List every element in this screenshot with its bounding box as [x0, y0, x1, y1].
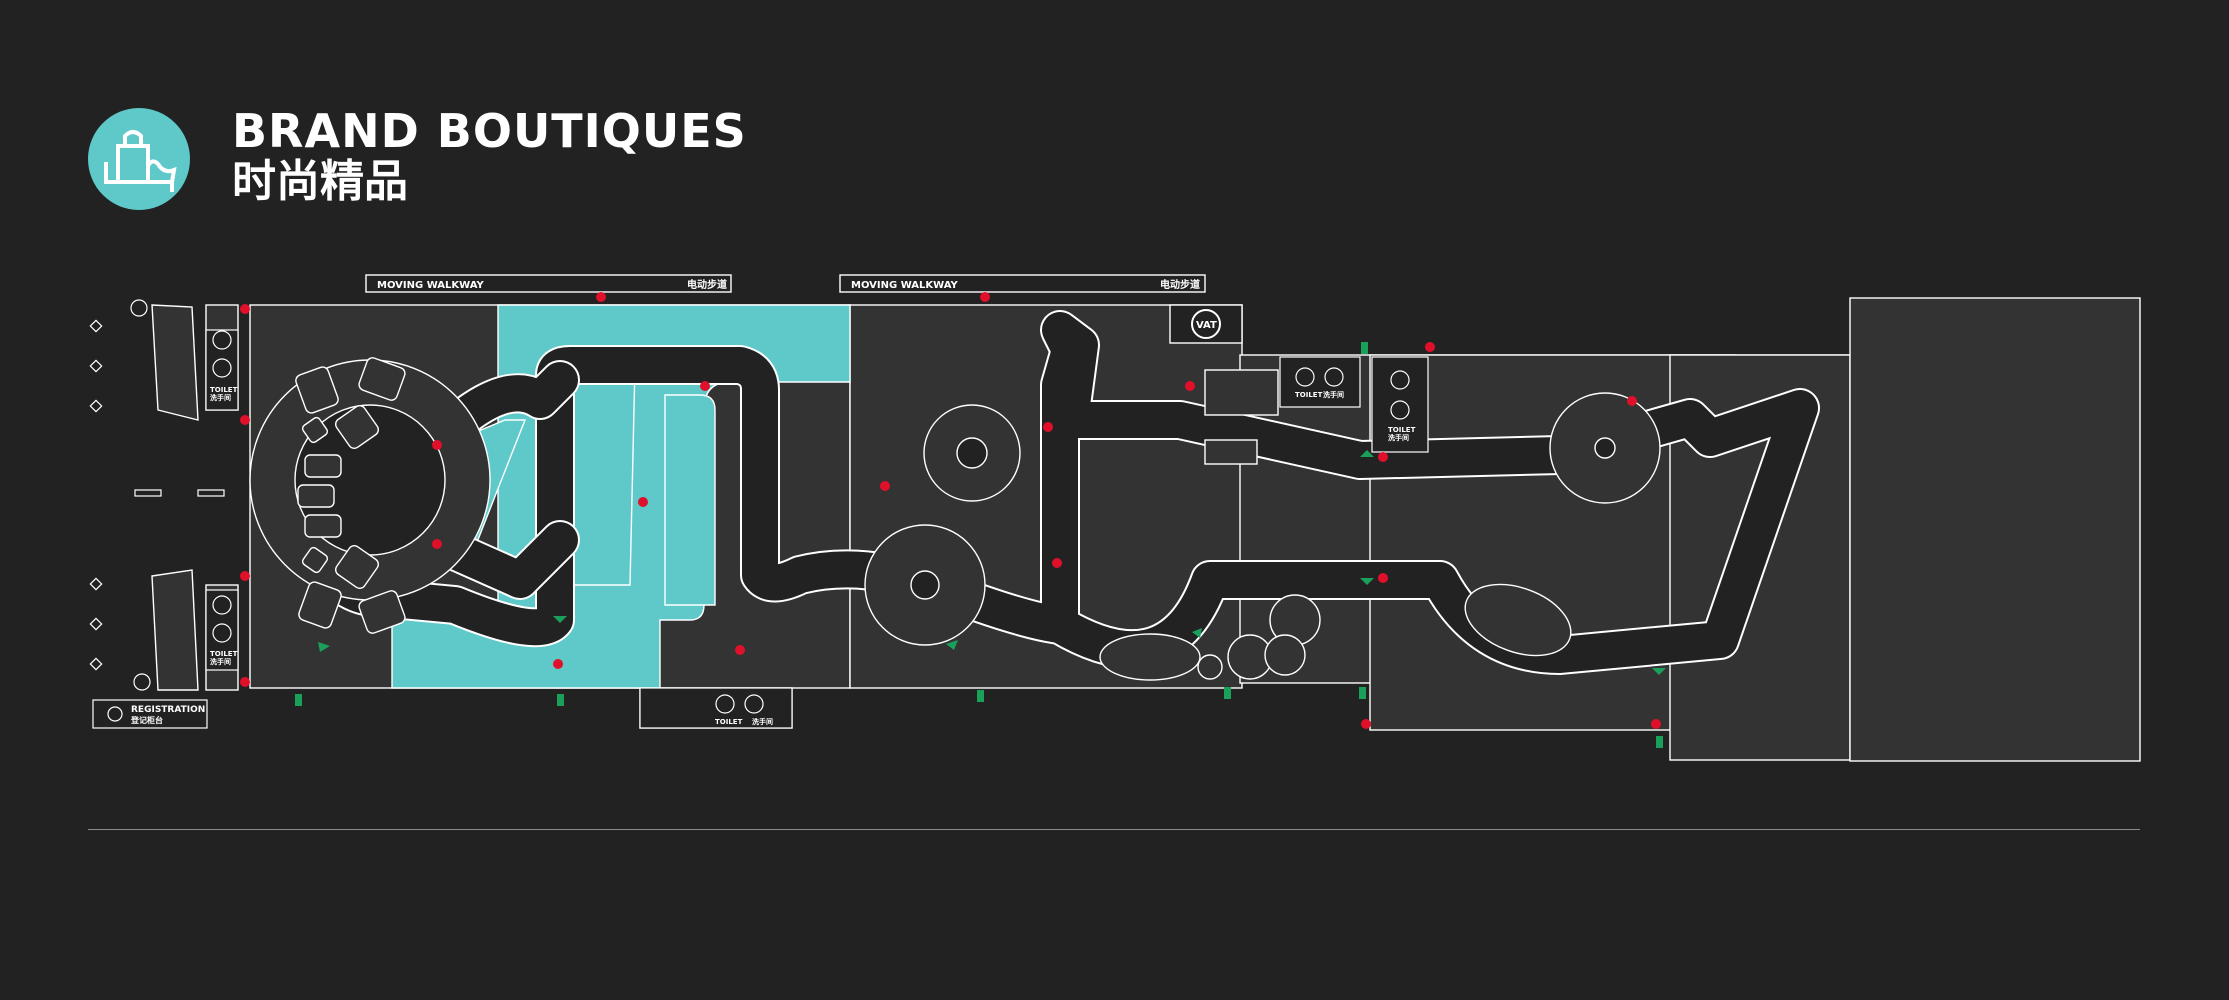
vat-refund-sign[interactable]: VAT [1169, 304, 1243, 344]
svg-text:登记柜台: 登记柜台 [130, 715, 163, 725]
exit-markers [295, 342, 1666, 748]
svg-text:TOILET: TOILET [715, 718, 743, 726]
svg-text:TOILET: TOILET [210, 650, 238, 658]
svg-text:VAT: VAT [1196, 320, 1217, 331]
page-header: BRAND BOUTIQUES 时尚精品 [88, 108, 788, 218]
registration-desk-sign[interactable]: REGISTRATION 登记柜台 [92, 699, 208, 729]
page-title-chinese: 时尚精品 [232, 156, 408, 207]
svg-text:MOVING WALKWAY: MOVING WALKWAY [851, 280, 959, 291]
bottom-divider [88, 829, 2140, 830]
small-kiosks [295, 357, 1279, 634]
moving-walkway-top-left: MOVING WALKWAY 电动步道 [365, 274, 732, 293]
toilet-sign-left-top[interactable]: TOILET 洗手间 [205, 329, 239, 411]
entrance-markers [240, 292, 1661, 729]
toilet-sign-middle-right[interactable]: TOILET 洗手间 [1279, 356, 1361, 408]
left-wayfinding-markers [89, 299, 225, 691]
toilet-sign-left-bottom[interactable]: TOILET 洗手间 [205, 589, 239, 671]
svg-text:MOVING WALKWAY: MOVING WALKWAY [377, 280, 485, 291]
svg-text:洗手间: 洗手间 [1388, 433, 1409, 442]
svg-text:TOILET: TOILET [1388, 426, 1416, 434]
shopping-bag-heel-icon [104, 130, 177, 192]
svg-text:TOILET: TOILET [1295, 391, 1323, 399]
svg-text:电动步道: 电动步道 [1160, 278, 1200, 291]
svg-text:洗手间: 洗手间 [210, 393, 231, 402]
toilet-sign-right[interactable]: TOILET 洗手间 [1371, 356, 1429, 453]
svg-text:REGISTRATION: REGISTRATION [131, 705, 205, 715]
moving-walkway-top-right: MOVING WALKWAY 电动步道 [839, 274, 1206, 293]
toilet-sign-bottom-center[interactable]: TOILET 洗手间 [639, 687, 793, 729]
svg-text:洗手间: 洗手间 [210, 657, 231, 666]
svg-text:电动步道: 电动步道 [687, 278, 727, 291]
svg-text:TOILET: TOILET [210, 386, 238, 394]
svg-text:洗手间: 洗手间 [752, 717, 773, 726]
page-title-english: BRAND BOUTIQUES [232, 104, 747, 158]
brand-boutiques-logo [88, 108, 190, 210]
svg-text:洗手间: 洗手间 [1323, 390, 1344, 399]
